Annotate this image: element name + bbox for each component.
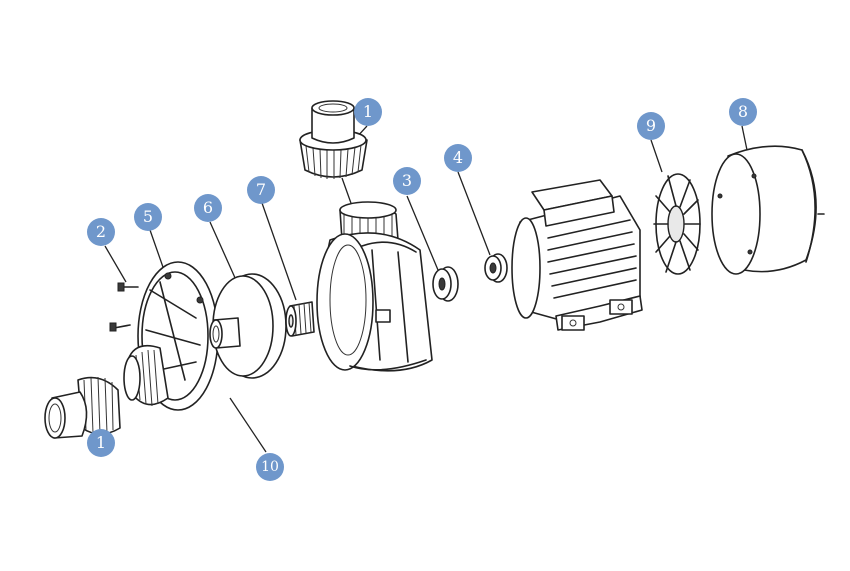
bearing-large bbox=[484, 253, 508, 283]
callout-3: 3 bbox=[393, 167, 421, 195]
union-fitting-top bbox=[299, 100, 368, 179]
cooling-fan bbox=[653, 173, 701, 275]
callout-4: 4 bbox=[444, 144, 472, 172]
callout-8: 8 bbox=[729, 98, 757, 126]
callout-10: 10 bbox=[256, 453, 284, 481]
fan-cover bbox=[711, 145, 825, 275]
screws bbox=[109, 282, 139, 332]
callout-1-bottom: 1 bbox=[87, 429, 115, 457]
impeller bbox=[209, 273, 287, 379]
mechanical-seal-spring bbox=[285, 301, 315, 337]
callout-5: 5 bbox=[134, 203, 162, 231]
electric-motor bbox=[511, 179, 643, 331]
callout-6: 6 bbox=[194, 194, 222, 222]
bearing-small bbox=[432, 266, 459, 302]
callout-7: 7 bbox=[247, 176, 275, 204]
union-fitting-bottom bbox=[44, 376, 121, 439]
callout-1-top: 1 bbox=[354, 98, 382, 126]
pump-housing bbox=[316, 201, 433, 372]
leader-lines bbox=[95, 125, 748, 453]
pump-cover-plate bbox=[123, 261, 219, 411]
callout-2: 2 bbox=[87, 218, 115, 246]
callout-9: 9 bbox=[637, 112, 665, 140]
